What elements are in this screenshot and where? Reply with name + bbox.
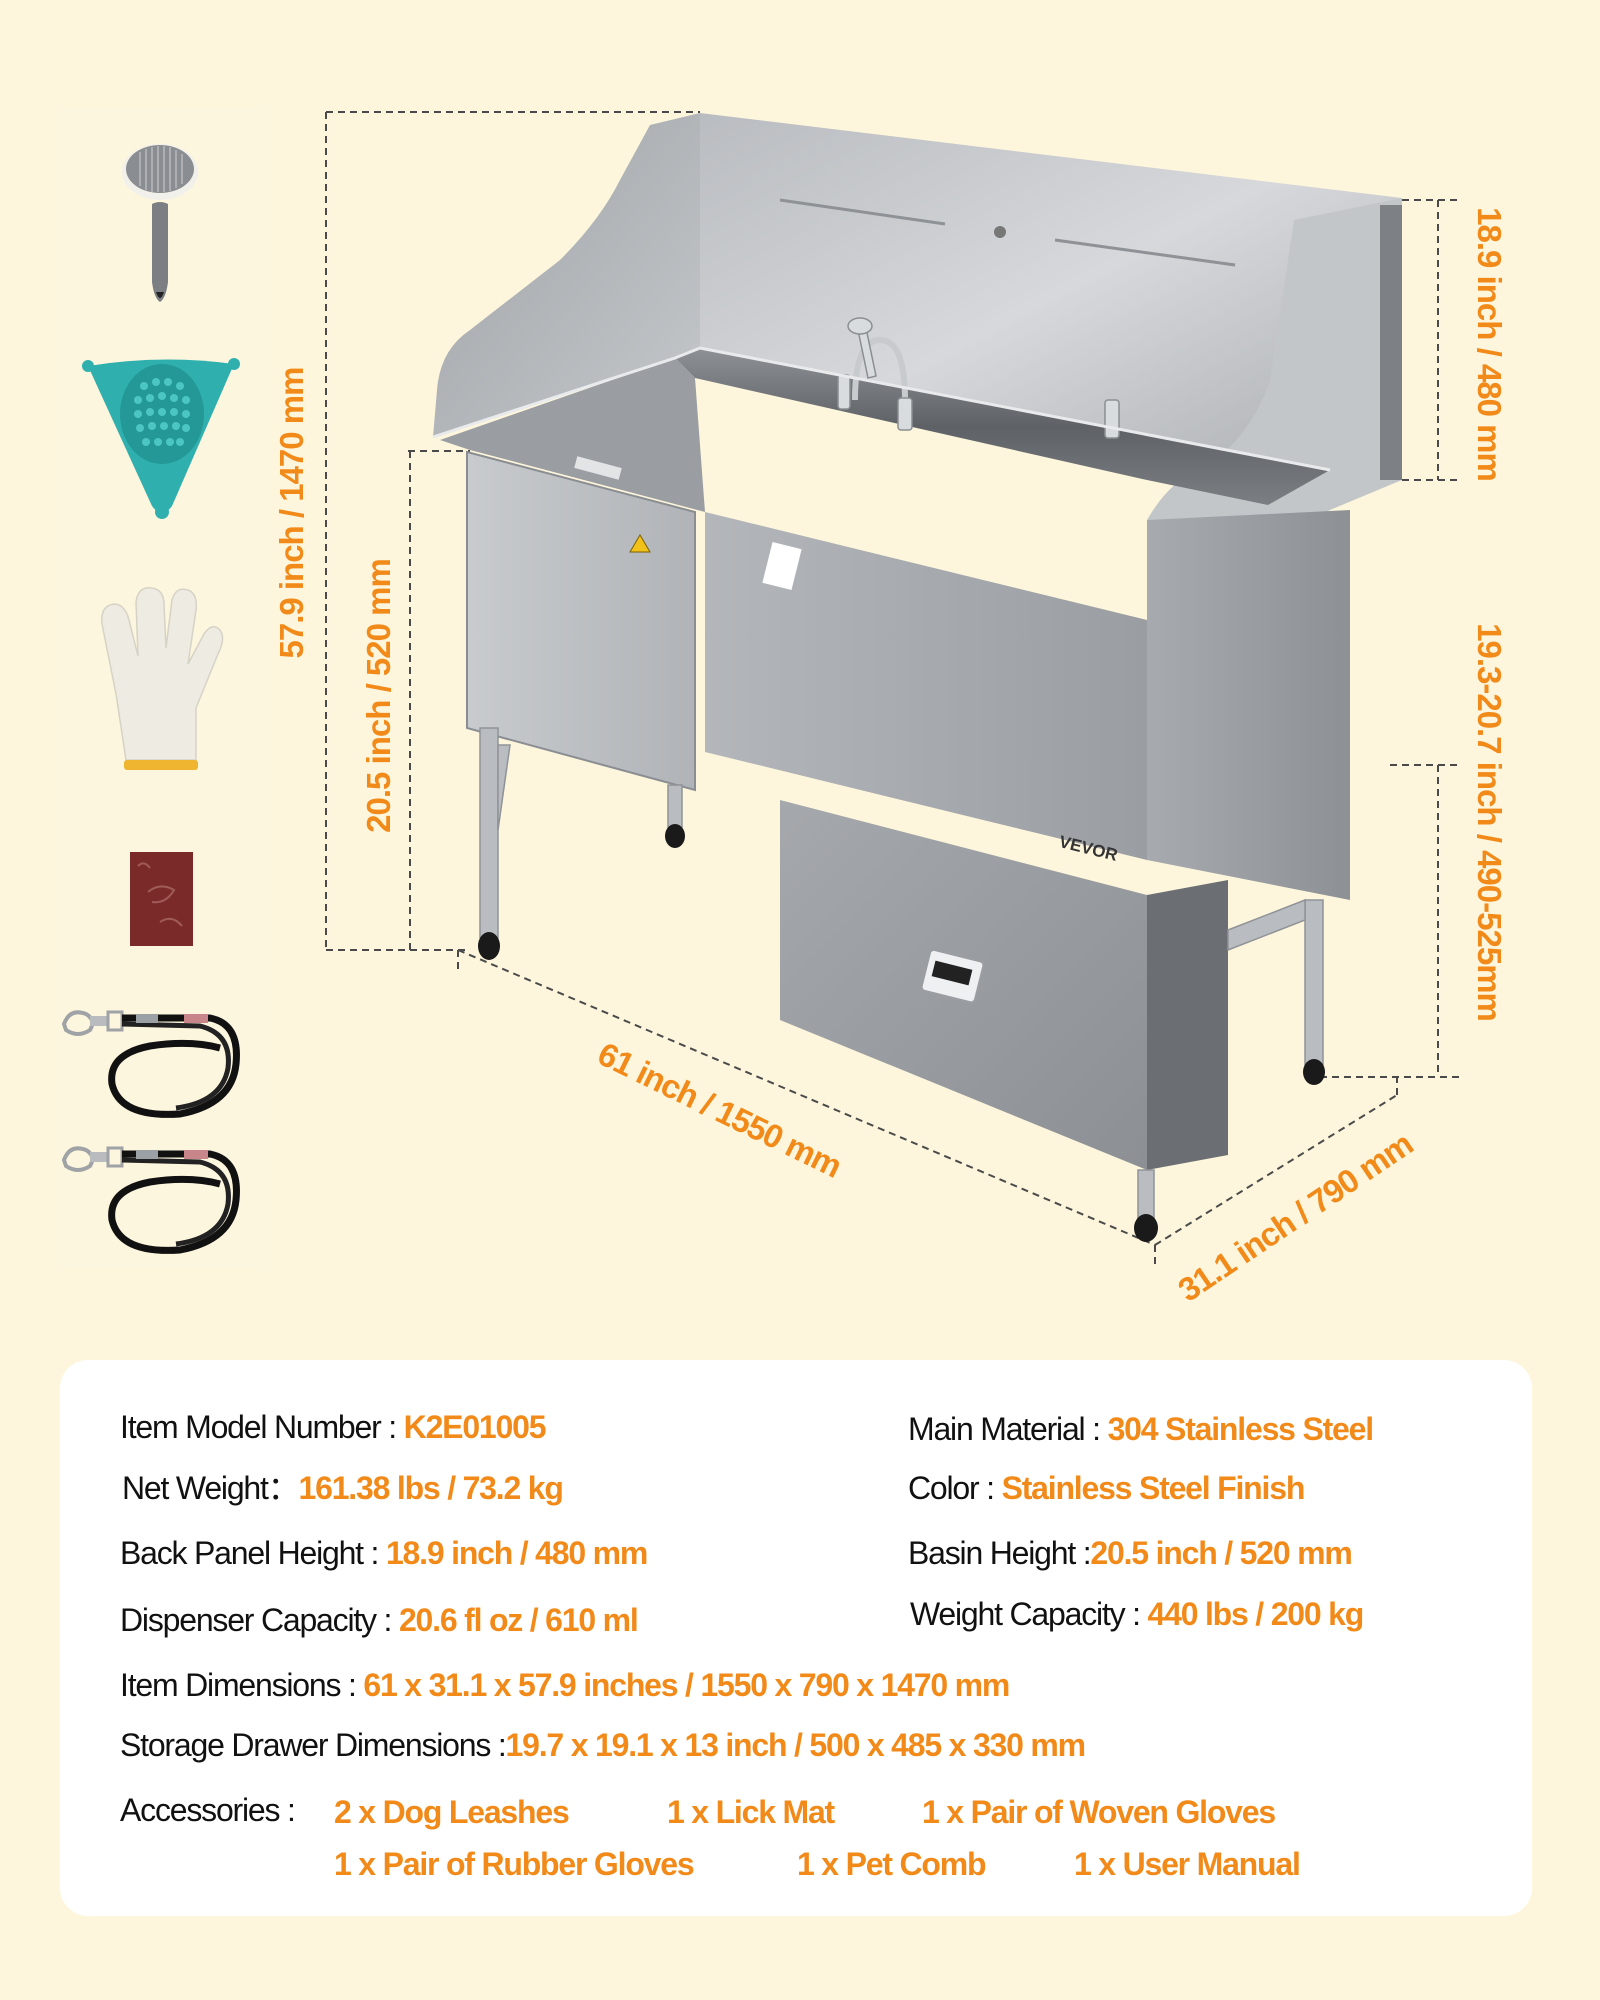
dog-leash-icon [61, 1010, 240, 1118]
spec-weight-capacity: Weight Capacity : 440 lbs / 200 kg [910, 1596, 1365, 1632]
dog-leash-icon [61, 1146, 240, 1254]
spec-label: Color : [908, 1470, 995, 1506]
spec-label: Storage Drawer Dimensions : [120, 1727, 507, 1763]
specs-card: Item Model Number : K2E01005 Net Weight：… [60, 1360, 1532, 1916]
spec-value: 18.9 inch / 480 mm [385, 1535, 648, 1571]
spec-value: K2E01005 [403, 1409, 547, 1445]
accessory-item: 1 x Pair of Woven Gloves [922, 1794, 1276, 1830]
spec-label: Back Panel Height : [120, 1535, 379, 1571]
spec-value: 20.6 fl oz / 610 ml [398, 1602, 639, 1638]
spec-value: 161.38 lbs / 73.2 kg [298, 1470, 564, 1506]
spec-net-weight: Net Weight：161.38 lbs / 73.2 kg [122, 1470, 564, 1506]
spec-accessories-label: Accessories : [120, 1792, 296, 1828]
lick-mat-icon [82, 358, 240, 519]
total-height-label: 57.9 inch / 1470 mm [273, 367, 310, 659]
woven-gloves-icon [101, 587, 224, 770]
basin-height-label: 20.5 inch / 520 mm [360, 559, 397, 833]
spec-back-panel-height: Back Panel Height : 18.9 inch / 480 mm [120, 1535, 648, 1571]
spec-color: Color : Stainless Steel Finish [908, 1470, 1306, 1506]
spec-value: 304 Stainless Steel [1107, 1411, 1375, 1447]
accessory-item: 1 x Pair of Rubber Gloves [334, 1846, 695, 1882]
spec-item-dimensions: Item Dimensions : 61 x 31.1 x 57.9 inche… [120, 1667, 1010, 1703]
back-panel-height-label: 18.9 inch / 480 mm [1471, 207, 1508, 481]
pet-comb-icon [122, 144, 198, 302]
accessory-item: 1 x Pet Comb [797, 1846, 987, 1882]
accessory-item: 1 x Lick Mat [667, 1794, 835, 1830]
accessory-item: 1 x User Manual [1074, 1846, 1301, 1882]
spec-dispenser-capacity: Dispenser Capacity : 20.6 fl oz / 610 ml [120, 1602, 639, 1638]
spec-value: 61 x 31.1 x 57.9 inches / 1550 x 790 x 1… [363, 1667, 1010, 1703]
spec-drawer-dimensions: Storage Drawer Dimensions :19.7 x 19.1 x… [120, 1727, 1087, 1763]
accessory-item: 2 x Dog Leashes [334, 1794, 570, 1830]
rubber-gloves-icon [130, 852, 193, 946]
spec-value: Stainless Steel Finish [1001, 1470, 1306, 1506]
spec-label: Net Weight： [122, 1470, 300, 1506]
spec-label: Main Material : [908, 1411, 1101, 1447]
spec-label: Dispenser Capacity : [120, 1602, 392, 1638]
spec-label: Accessories : [120, 1792, 296, 1828]
spec-label: Basin Height : [908, 1535, 1092, 1571]
spec-value: 440 lbs / 200 kg [1147, 1596, 1365, 1632]
spec-label: Item Model Number : [120, 1409, 397, 1445]
spec-value: 20.5 inch / 520 mm [1090, 1535, 1352, 1571]
spec-model-number: Item Model Number : K2E01005 [120, 1409, 547, 1445]
leg-height-label: 19.3-20.7 inch / 490-525mm [1471, 623, 1508, 1021]
grooming-tub-illustration: VEVOR [325, 111, 1460, 1265]
spec-label: Item Dimensions : [120, 1667, 357, 1703]
spec-basin-height: Basin Height :20.5 inch / 520 mm [908, 1535, 1353, 1571]
spec-value: 19.7 x 19.1 x 13 inch / 500 x 485 x 330 … [505, 1727, 1087, 1763]
spec-main-material: Main Material : 304 Stainless Steel [908, 1411, 1375, 1447]
spec-label: Weight Capacity : [910, 1596, 1141, 1632]
